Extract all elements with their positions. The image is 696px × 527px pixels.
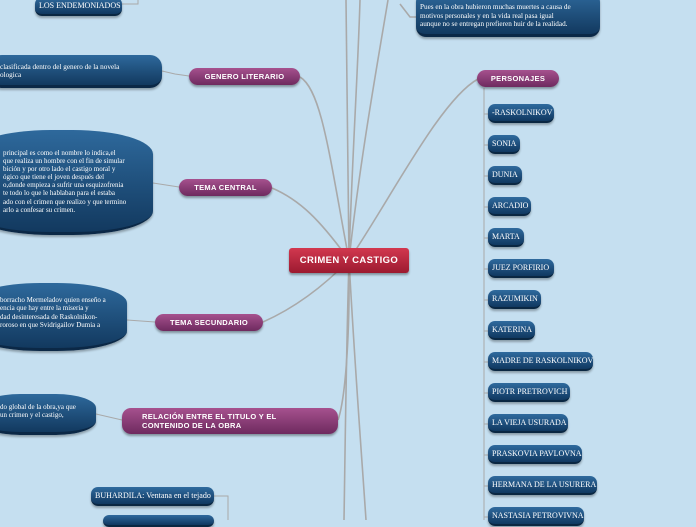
character-label: RAZUMIKIN (492, 294, 538, 303)
detail-bubble-genero[interactable]: clasificada dentro del genero de la nove… (0, 55, 162, 88)
detail-line: ógico que tiene el joven después del (3, 173, 105, 182)
character-juez-porfirio[interactable]: JUEZ PORFIRIO (488, 259, 554, 278)
character-label: MADRE DE RASKOLNIKOV (492, 356, 594, 365)
topic-genero-literario[interactable]: GENERO LITERARIO (189, 68, 300, 85)
detail-line: arlo a confesar su crimen. (3, 205, 76, 214)
character-razumikin[interactable]: RAZUMIKIN (488, 290, 541, 309)
detail-line: clasificada dentro del genero de la nove… (0, 63, 120, 71)
character-dunia[interactable]: DUNIA (488, 166, 522, 185)
character-label: JUEZ PORFIRIO (492, 263, 550, 272)
detail-line: motivos personales y en la vida real pas… (420, 11, 554, 20)
topic-label: TEMA CENTRAL (194, 183, 257, 192)
character-sonia[interactable]: SONIA (488, 135, 520, 154)
topic-label-line: CONTENIDO DE LA OBRA (142, 420, 242, 430)
character-raskolnikov[interactable]: -RASKOLNIKOV (488, 104, 554, 123)
character-madre-de-raskolnikov[interactable]: MADRE DE RASKOLNIKOV (488, 352, 593, 371)
character-la-vieja-usurada[interactable]: LA VIEJA USURADA (488, 414, 568, 433)
character-label: ARCADIO (492, 201, 529, 210)
character-label: PIOTR PRETROVICH (492, 387, 568, 396)
detail-line: Pues en la obra hubieron muchas muertes … (420, 3, 571, 11)
topic-los-endemoniados[interactable]: LOS ENDEMONIADOS (35, 0, 122, 16)
character-katerina[interactable]: KATERINA (488, 321, 535, 340)
detail-line: do global de la obra,ya que (0, 403, 76, 411)
character-marta[interactable]: MARTA (488, 228, 524, 247)
detail-bubble-tema-central[interactable]: principal es como el nombre lo indica,el… (0, 130, 153, 235)
character-nastasia-petrovivna[interactable]: NASTASIA PETROVIVNA (488, 507, 584, 526)
detail-line: bición y por otro lado el castigo moral … (3, 165, 116, 174)
detail-line: ado con el crimen que realizo y que term… (3, 197, 127, 206)
character-label: HERMANA DE LA USURERA (492, 480, 597, 489)
topic-label: PERSONAJES (490, 74, 546, 83)
character-label: DUNIA (492, 170, 518, 179)
topic-tema-central[interactable]: TEMA CENTRAL (179, 179, 272, 196)
character-arcadio[interactable]: ARCADIO (488, 197, 531, 216)
topic-tema-secundario[interactable]: TEMA SECUNDARIO (155, 314, 263, 331)
detail-bubble-relacion[interactable]: do global de la obra,ya que un crimen y … (0, 394, 96, 435)
detail-line: un crimen y el castigo, (0, 411, 64, 420)
topic-label-line: RELACIÓN ENTRE EL TITULO Y EL (142, 412, 277, 421)
detail-line: ologica (0, 71, 22, 80)
character-praskovia-pavlovna[interactable]: PRASKOVIA PAVLOVNA (488, 445, 582, 464)
topic-buhardila[interactable]: BUHARDILA: Ventana en el tejado (91, 487, 214, 506)
detail-line: encia que hay entre la miseria y (0, 304, 89, 313)
central-topic[interactable]: CRIMEN Y CASTIGO (289, 248, 409, 273)
detail-line: aunque no se entregan prefieren huir de … (420, 20, 568, 29)
detail-line: principal es como el nombre lo indica,el (3, 149, 116, 157)
topic-label: GENERO LITERARIO (204, 72, 285, 81)
character-label: NASTASIA PETROVIVNA (492, 511, 584, 520)
detail-line: que realiza un hombre con el fin de simu… (3, 157, 125, 166)
character-piotr-pretrovich[interactable]: PIOTR PRETROVICH (488, 383, 570, 402)
detail-bubble-tema-secundario[interactable]: borracho Mermeladov quien enseño a encia… (0, 283, 127, 351)
topic-label: TEMA SECUNDARIO (170, 318, 248, 327)
topic-label: LOS ENDEMONIADOS (39, 1, 121, 10)
central-topic-label: CRIMEN Y CASTIGO (299, 255, 399, 266)
character-label: MARTA (492, 232, 520, 241)
detail-bubble-muertes[interactable]: Pues en la obra hubieron muchas muertes … (416, 0, 600, 37)
topic-label: BUHARDILA: Ventana en el tejado (95, 491, 211, 500)
topic-relacion-titulo-contenido[interactable]: RELACIÓN ENTRE EL TITULO Y EL CONTENIDO … (122, 408, 338, 434)
character-label: -RASKOLNIKOV (492, 108, 553, 117)
topic-personajes[interactable]: PERSONAJES (477, 70, 559, 87)
character-label: LA VIEJA USURADA (492, 418, 567, 427)
character-label: KATERINA (492, 325, 532, 334)
detail-line: roroso en que Svidrigailov Dumia a (0, 321, 101, 330)
character-hermana-de-la-usurera[interactable]: HERMANA DE LA USURERA (488, 476, 597, 495)
character-label: SONIA (492, 139, 517, 148)
character-label: PRASKOVIA PAVLOVNA (492, 449, 582, 458)
detail-line: o,donde empieza a sufrir una esquizofren… (3, 181, 124, 190)
topic-bottom-partial[interactable] (103, 515, 214, 527)
detail-line: dad desinteresada de Raskolnikon- (0, 312, 98, 321)
detail-line: borracho Mermeladov quien enseño a (0, 296, 106, 304)
detail-line: te todo lo que le hablaban para el estab… (3, 189, 115, 198)
